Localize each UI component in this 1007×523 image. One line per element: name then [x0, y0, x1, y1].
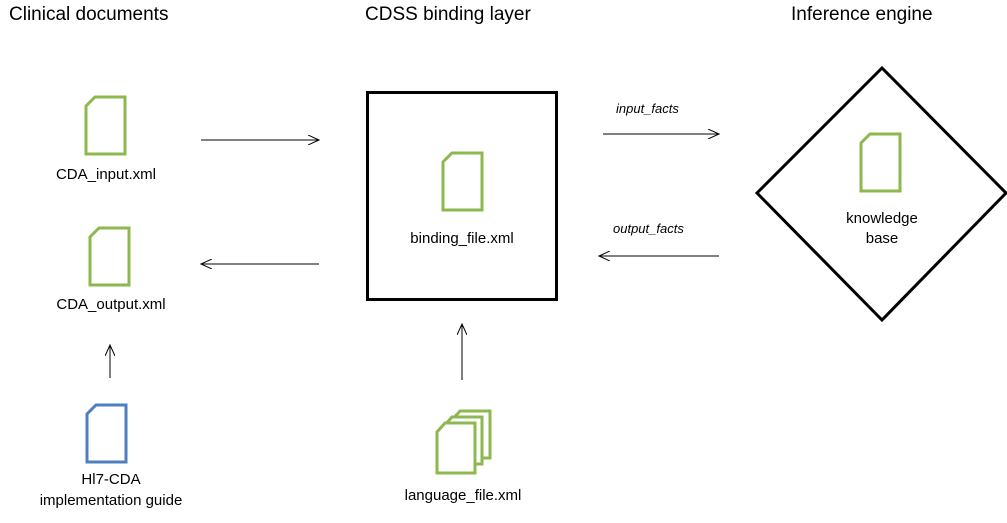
document-icon	[85, 403, 128, 464]
document-stack-icon	[435, 409, 492, 475]
binding-layer-box	[366, 91, 558, 301]
label-binding-file: binding_file.xml	[410, 230, 514, 247]
label-hl7-line2: implementation guide	[39, 492, 183, 509]
document-icon	[88, 226, 131, 287]
label-cda-output: CDA_output.xml	[56, 296, 166, 313]
edge-label-output-facts: output_facts	[613, 221, 684, 236]
document-icon	[859, 132, 902, 193]
heading-clinical-documents: Clinical documents	[9, 4, 169, 25]
inference-engine-diamond	[754, 65, 1007, 323]
document-icon	[84, 95, 127, 156]
heading-cdss-binding-layer: CDSS binding layer	[365, 4, 531, 25]
label-base: base	[865, 230, 899, 247]
heading-inference-engine: Inference engine	[791, 4, 933, 25]
edge-label-input-facts: input_facts	[616, 101, 679, 116]
label-language-file: language_file.xml	[404, 487, 522, 504]
label-knowledge: knowledge	[846, 210, 918, 227]
label-cda-input: CDA_input.xml	[55, 166, 157, 183]
document-icon	[441, 151, 484, 212]
label-hl7-line1: Hl7-CDA	[81, 471, 141, 488]
